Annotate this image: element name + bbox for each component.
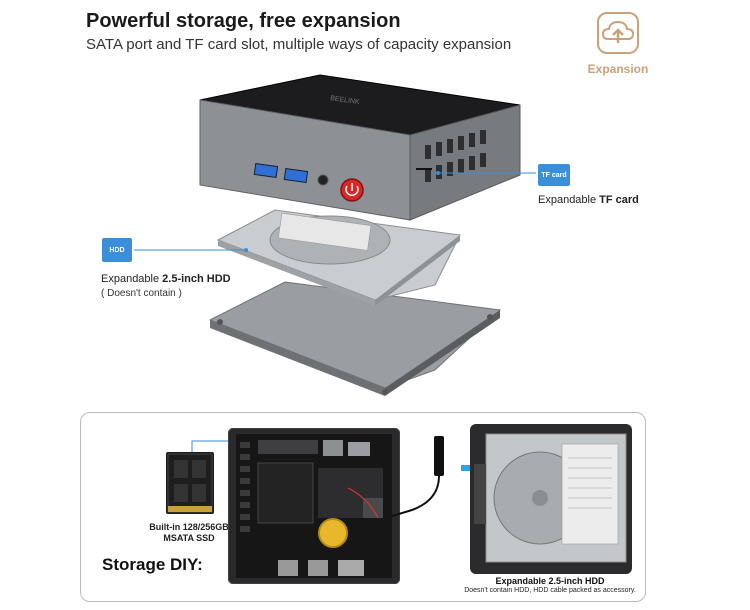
msata-ssd-image bbox=[166, 452, 214, 514]
page-title: Powerful storage, free expansion bbox=[86, 10, 401, 32]
bottom-hdd-label: Expandable 2.5-inch HDD bbox=[495, 576, 605, 586]
hdd-icon: HDD bbox=[102, 238, 132, 262]
usb-port bbox=[283, 167, 309, 184]
expansion-badge-label: Expansion bbox=[587, 62, 649, 76]
hdd-tray-image bbox=[470, 424, 632, 574]
motherboard-image bbox=[228, 428, 400, 584]
mini-pc-side bbox=[409, 104, 521, 221]
storage-diy-label: Storage DIY: bbox=[102, 555, 203, 574]
tf-card-callout: Expandable TF card bbox=[538, 194, 639, 206]
audio-jack bbox=[317, 174, 329, 186]
usb-port bbox=[253, 162, 279, 179]
hdd-callout-note: ( Doesn't contain ) bbox=[101, 288, 182, 299]
cmos-battery bbox=[318, 518, 348, 548]
page-subtitle: SATA port and TF card slot, multiple way… bbox=[86, 36, 512, 53]
mini-pc-illustration: BEELINK bbox=[199, 74, 521, 396]
bottom-hdd-note: Doesn't contain HDD, HDD cable packed as… bbox=[464, 587, 636, 594]
hdd-cable bbox=[392, 436, 444, 517]
hdd-callout: Expandable 2.5-inch HDD bbox=[101, 273, 231, 285]
device-brand: BEELINK bbox=[330, 95, 361, 106]
cloud-upload-icon bbox=[597, 12, 639, 54]
ssd-label: Built-in 128/256GB MSATA SSD bbox=[149, 522, 229, 543]
tf-card-icon: TF card bbox=[538, 164, 570, 186]
